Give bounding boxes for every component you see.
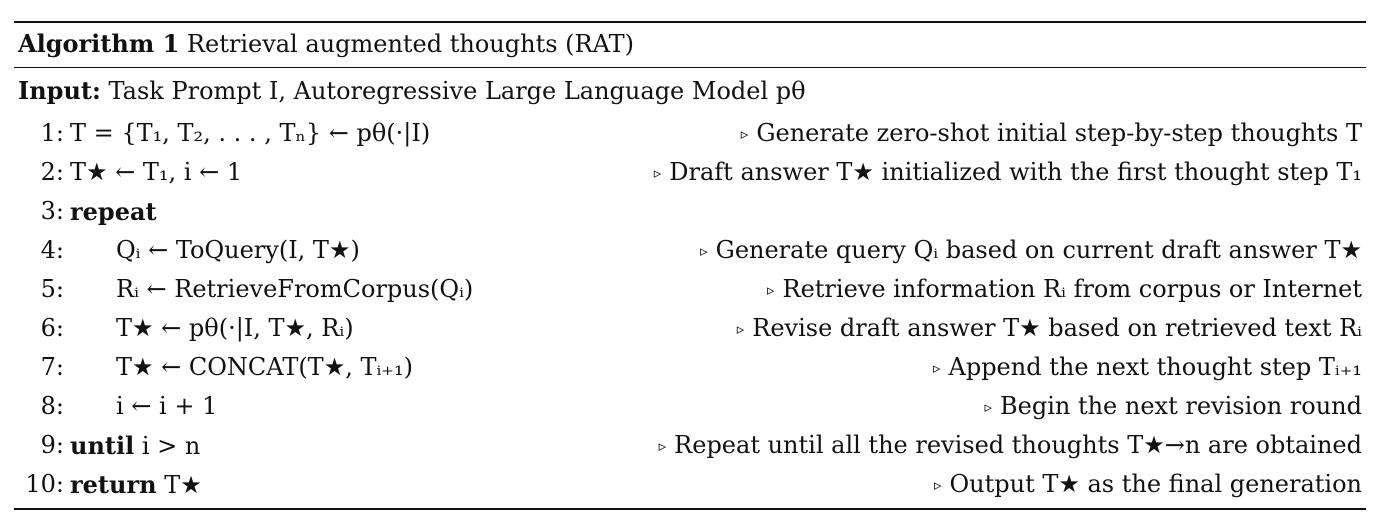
line-number: 3:: [40, 197, 64, 225]
comment-triangle-icon: ▹: [766, 281, 775, 299]
algorithm-line: 8: i ← i + 1 ▹ Begin the next revision roun…: [14, 387, 1362, 426]
comment-text: Retrieve information Rᵢ from corpus or I…: [782, 275, 1362, 303]
keyword: until: [70, 431, 135, 460]
algorithm-line: 7: T★ ← CONCAT(T★, Tᵢ₊₁) ▹ Append the next …: [14, 348, 1362, 387]
line-statement: until i > n: [70, 426, 200, 466]
line-statement: T★ ← pθ(·|I, T★, Rᵢ): [116, 309, 354, 348]
algorithm-box: Algorithm 1 Retrieval augmented thoughts…: [14, 21, 1366, 511]
algorithm-line: 1:T = {T₁, T₂, . . . , Tₙ} ← pθ(·|I) ▹ Gen…: [14, 114, 1362, 153]
line-statement: return T★: [70, 465, 202, 505]
algorithm-line: 9:until i > n ▹ Repeat until all the revis…: [14, 426, 1362, 465]
statement-text: i ← i + 1: [116, 392, 218, 420]
comment-triangle-icon: ▹: [736, 320, 745, 338]
comment-text: Repeat until all the revised thoughts T★…: [674, 431, 1362, 459]
statement-text: i > n: [141, 432, 201, 460]
comment-triangle-icon: ▹: [740, 125, 749, 143]
comment-text: Begin the next revision round: [999, 392, 1362, 420]
statement-text: T★ ← CONCAT(T★, Tᵢ₊₁): [116, 353, 413, 381]
line-number: 7:: [40, 353, 64, 381]
line-comment: ▹ Generate zero-shot initial step-by-step…: [741, 114, 1362, 156]
algorithm-line: 6: T★ ← pθ(·|I, T★, Rᵢ) ▹ Revise draft answ…: [14, 309, 1362, 348]
line-number: 9:: [40, 431, 64, 459]
keyword: repeat: [70, 197, 157, 226]
middle-rule: [14, 67, 1366, 68]
line-number: 5:: [40, 275, 64, 303]
comment-triangle-icon: ▹: [932, 359, 941, 377]
comment-text: Append the next thought step Tᵢ₊₁: [948, 353, 1363, 381]
line-comment: ▹ Append the next thought step Tᵢ₊₁: [933, 348, 1362, 390]
statement-text: T★: [164, 471, 202, 499]
line-comment: ▹ Begin the next revision round: [984, 387, 1362, 429]
comment-triangle-icon: ▹: [653, 164, 662, 182]
line-statement: T★ ← CONCAT(T★, Tᵢ₊₁): [116, 348, 413, 387]
keyword: return: [70, 470, 157, 499]
comment-text: Output T★ as the final generation: [949, 470, 1362, 498]
statement-text: T★ ← pθ(·|I, T★, Rᵢ): [116, 314, 354, 342]
comment-triangle-icon: ▹: [933, 476, 942, 494]
input-label: Input:: [18, 76, 101, 105]
comment-text: Generate zero-shot initial step-by-step …: [756, 119, 1362, 147]
line-statement: i ← i + 1: [116, 387, 217, 426]
statement-text: Qᵢ ← ToQuery(I, T★): [116, 236, 360, 264]
line-statement: Rᵢ ← RetrieveFromCorpus(Qᵢ): [116, 270, 473, 309]
algorithm-line: 5: Rᵢ ← RetrieveFromCorpus(Qᵢ) ▹ Retrieve i…: [14, 270, 1362, 309]
algorithm-name: Retrieval augmented thoughts (RAT): [186, 30, 634, 58]
line-number: 4:: [40, 236, 64, 264]
input-text: Task Prompt I, Autoregressive Large Lang…: [108, 77, 806, 105]
comment-text: Generate query Qᵢ based on current draft…: [715, 236, 1362, 264]
line-statement: Qᵢ ← ToQuery(I, T★): [116, 231, 360, 270]
line-comment: ▹ Output T★ as the final generation: [934, 465, 1362, 507]
comment-triangle-icon: ▹: [658, 437, 667, 455]
comment-text: Revise draft answer T★ based on retrieve…: [752, 314, 1362, 342]
line-number: 6:: [40, 314, 64, 342]
line-statement: repeat: [70, 192, 157, 232]
algorithm-line: 2:T★ ← T₁, i ← 1 ▹ Draft answer T★ initial…: [14, 153, 1362, 192]
statement-text: T★ ← T₁, i ← 1: [70, 158, 243, 186]
line-statement: T = {T₁, T₂, . . . , Tₙ} ← pθ(·|I): [70, 114, 430, 153]
algorithm-label: Algorithm 1: [18, 29, 180, 58]
comment-triangle-icon: ▹: [984, 398, 992, 416]
line-comment: ▹ Draft answer T★ initialized with the fi…: [654, 153, 1362, 195]
line-comment: ▹ Generate query Qᵢ based on current draf…: [700, 231, 1362, 273]
top-rule: [14, 21, 1366, 23]
line-comment: ▹ Repeat until all the revised thoughts T…: [659, 426, 1362, 468]
comment-text: Draft answer T★ initialized with the fir…: [669, 158, 1362, 186]
input-line: Input: Task Prompt I, Autoregressive Lar…: [18, 74, 806, 108]
line-number: 1:: [40, 119, 64, 147]
line-number: 10:: [25, 470, 64, 498]
algorithm-line: 4: Qᵢ ← ToQuery(I, T★) ▹ Generate query Qᵢ …: [14, 231, 1362, 270]
bottom-rule: [14, 508, 1366, 510]
statement-text: Rᵢ ← RetrieveFromCorpus(Qᵢ): [116, 275, 474, 303]
line-comment: ▹ Retrieve information Rᵢ from corpus or …: [767, 270, 1362, 312]
statement-text: T = {T₁, T₂, . . . , Tₙ} ← pθ(·|I): [70, 119, 431, 147]
line-number: 8:: [40, 392, 64, 420]
comment-triangle-icon: ▹: [700, 242, 708, 260]
algorithm-line: 10:return T★ ▹ Output T★ as the final gene…: [14, 465, 1362, 504]
line-number: 2:: [40, 158, 64, 186]
line-statement: T★ ← T₁, i ← 1: [70, 153, 242, 192]
line-comment: ▹ Revise draft answer T★ based on retriev…: [737, 309, 1362, 351]
algorithm-line: 3:repeat: [14, 192, 1362, 231]
algorithm-title: Algorithm 1 Retrieval augmented thoughts…: [18, 27, 634, 61]
